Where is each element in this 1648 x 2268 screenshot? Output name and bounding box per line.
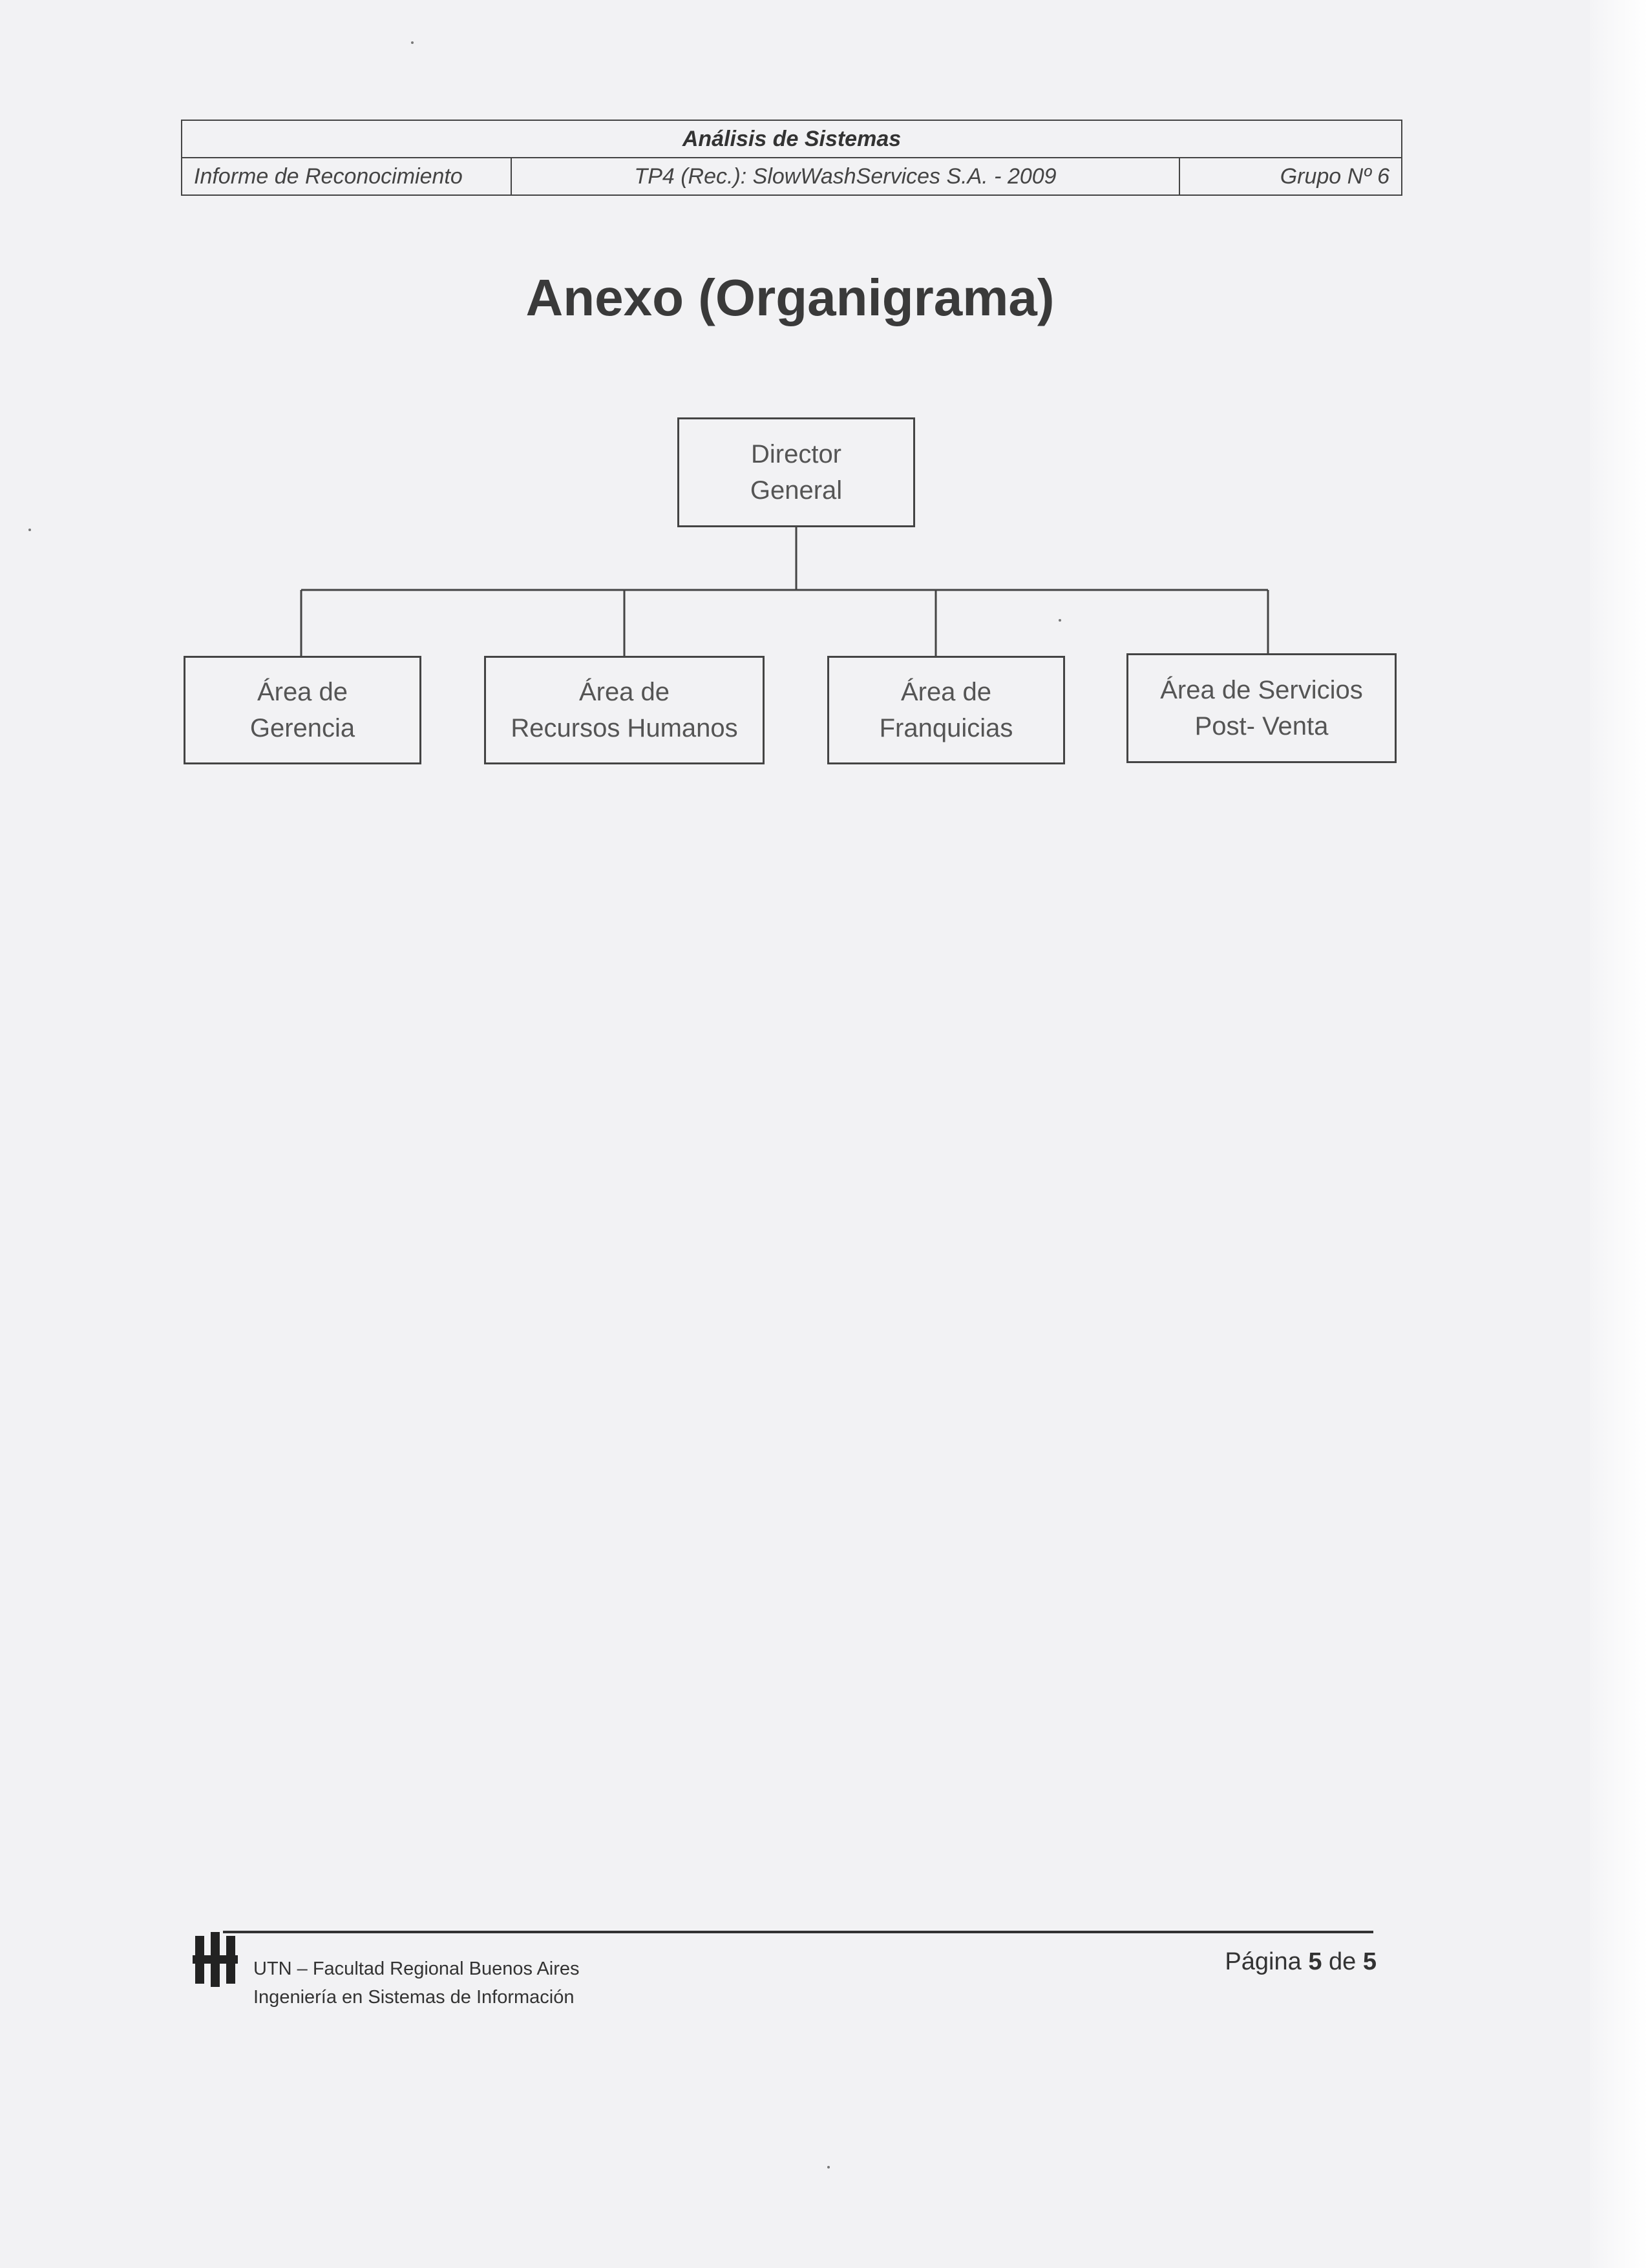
footer-institution: UTN – Facultad Regional Buenos Aires Ing…	[253, 1955, 580, 2011]
header-project: TP4 (Rec.): SlowWashServices S.A. - 2009	[512, 158, 1180, 194]
footer-rule	[223, 1931, 1373, 1933]
scan-speck	[1059, 619, 1061, 622]
org-node-line: Área de	[578, 678, 670, 706]
footer-line: UTN – Facultad Regional Buenos Aires	[253, 1958, 580, 1979]
header-title: Análisis de Sistemas	[182, 121, 1401, 158]
org-node-line: Gerencia	[249, 714, 355, 742]
org-node-director-general: Director General	[677, 417, 915, 527]
header-report-type: Informe de Reconocimiento	[182, 158, 512, 194]
org-node-area-gerencia: Área de Gerencia	[184, 656, 421, 764]
page-current: 5	[1308, 1948, 1322, 1975]
org-node-line: Director	[750, 440, 842, 468]
org-node-line: Área de	[257, 678, 348, 706]
org-node-line: Franquicias	[879, 714, 1013, 742]
scan-speck	[28, 529, 31, 531]
page-title: Anexo (Organigrama)	[525, 269, 1055, 326]
org-node-area-recursos-humanos: Área de Recursos Humanos	[484, 656, 765, 764]
scan-speck	[411, 41, 414, 44]
page-total: 5	[1362, 1948, 1377, 1975]
org-node-line: Post- Venta	[1194, 712, 1329, 740]
org-node-line: Área de Servicios	[1160, 676, 1363, 704]
org-node-area-franquicias: Área de Franquicias	[827, 656, 1065, 764]
org-node-area-servicios-post-venta: Área de Servicios Post- Venta	[1126, 653, 1397, 763]
page-label: Página	[1225, 1948, 1302, 1975]
footer-line: Ingeniería en Sistemas de Información	[253, 1987, 575, 2008]
org-node-line: General	[750, 476, 843, 505]
page-separator: de	[1329, 1948, 1357, 1975]
org-node-line: Recursos Humanos	[511, 714, 738, 742]
org-node-line: Área de	[900, 678, 992, 706]
page-edge	[1590, 0, 1648, 2268]
utn-logo-icon	[193, 1932, 238, 1987]
header-table: Análisis de Sistemas Informe de Reconoci…	[181, 120, 1402, 196]
header-row: Informe de Reconocimiento TP4 (Rec.): Sl…	[182, 158, 1401, 194]
scan-speck	[827, 2166, 830, 2168]
header-group: Grupo Nº 6	[1280, 163, 1389, 189]
page-number: Página 5 de 5	[1225, 1948, 1377, 1976]
